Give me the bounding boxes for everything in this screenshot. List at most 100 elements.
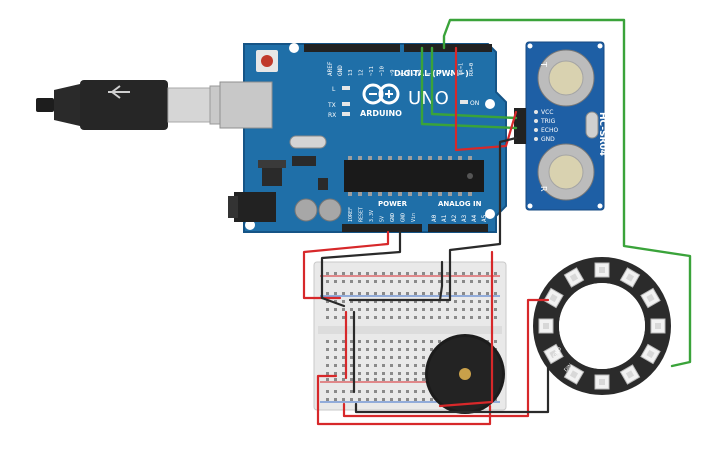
breadboard-hole [462,280,465,283]
breadboard-hole [350,356,353,359]
breadboard-hole [350,348,353,351]
breadboard-hole [422,364,425,367]
breadboard-hole [406,308,409,311]
breadboard-hole [358,348,361,351]
breadboard-hole [366,390,369,393]
breadboard-hole [478,272,481,275]
breadboard-hole [462,316,465,319]
analog-label: ANALOG IN [438,200,482,208]
wire-din-green [442,18,692,368]
breadboard-hole [382,372,385,375]
ring-led [640,343,661,365]
breadboard-hole [374,280,377,283]
breadboard-hole [398,398,401,401]
breadboard-hole [398,340,401,343]
breadboard-hole [326,272,329,275]
breadboard-hole [406,378,409,381]
breadboard-hole [446,272,449,275]
breadboard-hole [462,300,465,303]
digital-pin-label: 12 [359,69,365,76]
breadboard-hole [374,316,377,319]
ring-pin-din: DIN [563,363,574,374]
breadboard-hole [422,316,425,319]
breadboard-hole [334,292,337,295]
breadboard-hole [342,340,345,343]
wire-buzzer-signal [438,250,494,408]
breadboard-hole [422,372,425,375]
breadboard-hole [326,356,329,359]
breadboard-hole [350,378,353,381]
ring-led [563,364,585,385]
breadboard-hole [406,316,409,319]
model-label: UNO [408,88,449,109]
wire-ring-vcc [342,298,550,418]
breadboard-hole [486,272,489,275]
breadboard-hole [382,348,385,351]
breadboard-hole [358,292,361,295]
breadboard-hole [326,398,329,401]
breadboard-hole [398,308,401,311]
digital-pin-label: ~3 [438,69,444,76]
header-power [342,224,422,232]
breadboard-hole [494,316,497,319]
breadboard-hole [382,308,385,311]
breadboard-hole [438,272,441,275]
breadboard-hole [430,280,433,283]
ring-led [619,364,641,385]
breadboard-hole [430,308,433,311]
breadboard-hole [422,308,425,311]
breadboard-hole [422,356,425,359]
breadboard-hole [382,340,385,343]
wire-echo-green [420,46,518,130]
breadboard-hole [390,340,393,343]
breadboard-hole [494,308,497,311]
breadboard-hole [454,280,457,283]
breadboard-hole [406,398,409,401]
breadboard-hole [398,272,401,275]
breadboard-hole [414,372,417,375]
breadboard-hole [342,292,345,295]
breadboard-hole [438,300,441,303]
digital-pin-label: 2 [448,73,454,76]
breadboard-hole [414,308,417,311]
breadboard-hole [334,280,337,283]
breadboard-hole [406,292,409,295]
breadboard-hole [422,272,425,275]
breadboard-hole [390,316,393,319]
breadboard-hole [358,356,361,359]
breadboard-hole [382,398,385,401]
sensor-pin-dot [534,137,538,141]
breadboard-hole [382,272,385,275]
breadboard-hole [422,348,425,351]
breadboard-hole [486,280,489,283]
breadboard-hole [390,372,393,375]
breadboard-hole [398,390,401,393]
breadboard-hole [414,398,417,401]
breadboard-hole [494,280,497,283]
breadboard-hole [494,272,497,275]
breadboard-hole [334,378,337,381]
power-pin-label: 5V [380,216,386,222]
breadboard-hole [422,292,425,295]
breadboard-hole [430,316,433,319]
analog-pin-label: A5 [481,214,488,222]
breadboard-hole [326,348,329,351]
breadboard-hole [430,272,433,275]
breadboard-hole [366,348,369,351]
led-rx-label: RX [328,112,336,119]
breadboard-hole [334,316,337,319]
sensor-mark-t: T [539,61,548,67]
breadboard-hole [438,292,441,295]
breadboard-hole [470,292,473,295]
breadboard-hole [422,378,425,381]
breadboard-hole [334,364,337,367]
brand-label: ARDUINO [360,109,402,118]
ring-pin-gnd: GND [552,346,564,359]
breadboard-hole [350,308,353,311]
ring-led [640,287,661,309]
breadboard-hole [406,340,409,343]
breadboard-hole [334,356,337,359]
breadboard-hole [350,280,353,283]
